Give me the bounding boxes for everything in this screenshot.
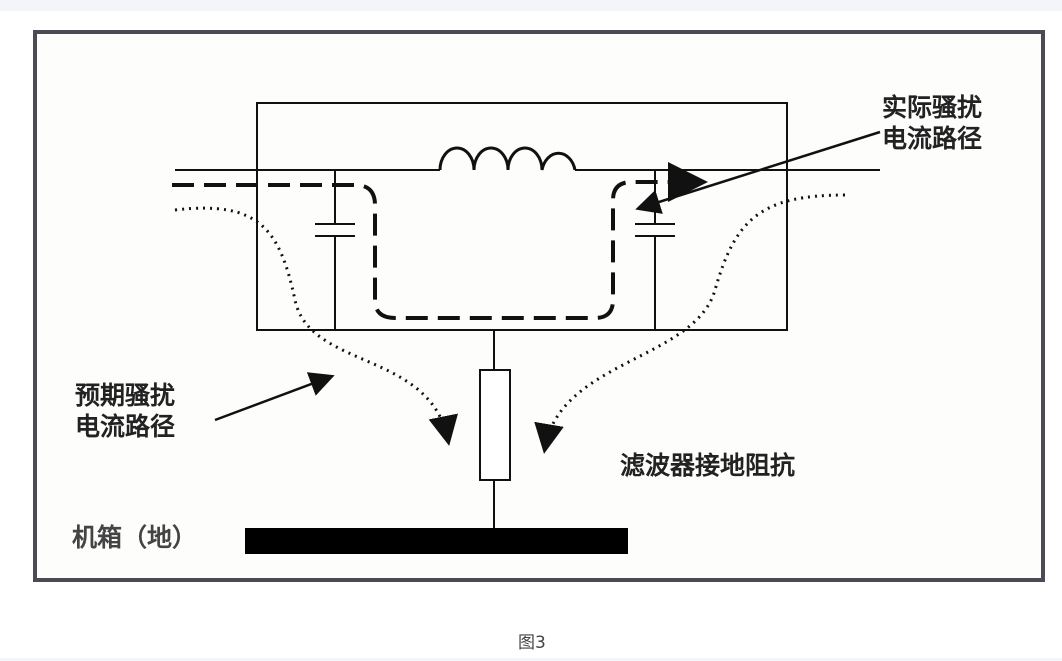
actual-path-label-line1: 实际骚扰	[882, 93, 983, 122]
top-bar	[0, 0, 1062, 11]
expected-path-left	[174, 206, 458, 446]
actual-path-label: 实际骚扰 电流路径	[882, 92, 982, 154]
actual-path-label-line2: 电流路径	[882, 124, 983, 153]
expected-path-right	[534, 193, 846, 454]
bottom-bar	[0, 658, 1062, 661]
expected-path-label: 预期骚扰 电流路径	[75, 380, 175, 442]
actual-path-pointer	[635, 130, 881, 214]
figure-frame	[33, 30, 1045, 582]
expected-path-label-line1: 预期骚扰	[75, 381, 176, 410]
expected-path-label-line2: 电流路径	[75, 412, 176, 441]
filter-ground-impedance-label: 滤波器接地阻抗	[620, 451, 796, 480]
expected-path-pointer	[214, 372, 335, 422]
figure-caption: 图3	[518, 633, 546, 653]
chassis-ground-bar	[245, 528, 628, 554]
actual-current-path	[172, 162, 708, 320]
chassis-ground-label: 机箱（地）	[72, 523, 198, 552]
left-capacitor	[315, 170, 355, 330]
right-capacitor	[635, 170, 675, 330]
filter-box	[256, 102, 788, 331]
inductor	[438, 146, 577, 171]
ground-impedance	[479, 330, 511, 529]
